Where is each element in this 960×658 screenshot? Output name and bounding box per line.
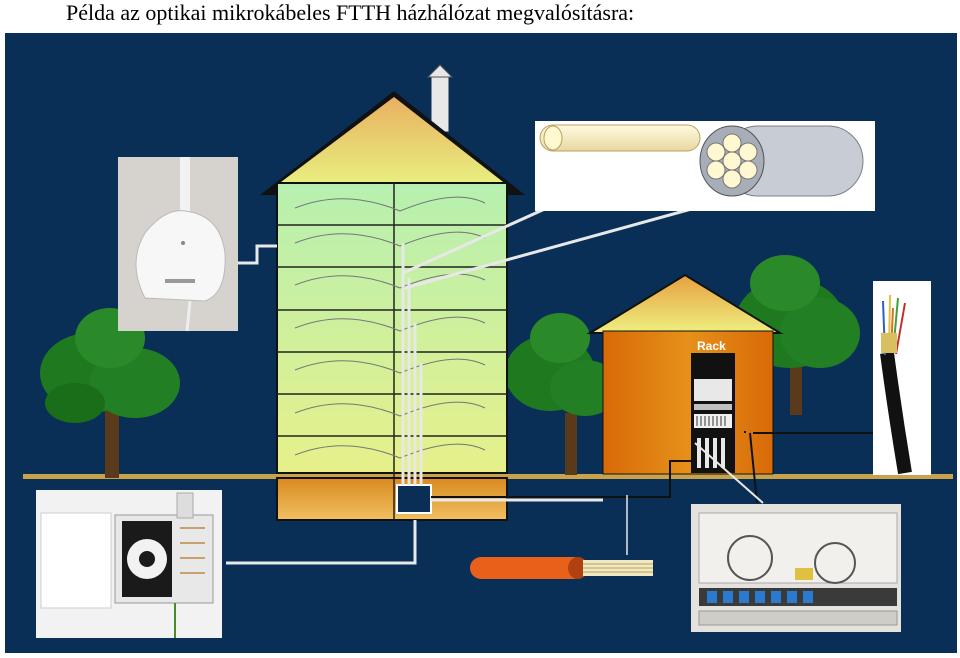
- riser-cables: [401, 243, 423, 485]
- house-floors: [277, 183, 507, 478]
- black-cables: [431, 431, 873, 504]
- diagram-svg: [23, 64, 953, 638]
- rack-panel-photo: [691, 504, 901, 632]
- fiber-cable-photo: [873, 281, 931, 475]
- ground-line: [23, 474, 953, 479]
- basement-distribution-box: [396, 484, 432, 514]
- distribution-box-photo: [36, 490, 222, 638]
- rack-icon: [691, 353, 735, 473]
- rack-label: Rack: [697, 339, 726, 353]
- small-building-body: [602, 330, 774, 475]
- blown-fiber-cable-photo: [470, 557, 653, 579]
- page-title: Példa az optikai mikrokábeles FTTH házhá…: [66, 0, 635, 25]
- microduct-bundle-photo: [535, 121, 875, 211]
- tree-icon-left: [40, 308, 180, 478]
- ftth-diagram: Rack: [5, 33, 957, 653]
- floor-fiber-curves: [294, 196, 486, 459]
- wall-outlet-photo: [118, 157, 238, 332]
